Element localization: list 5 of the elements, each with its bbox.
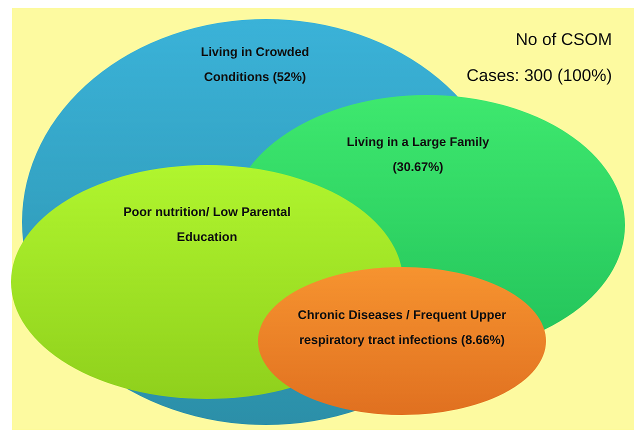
ellipse-label: Living in Crowded Conditions (52%)	[200, 44, 310, 86]
ellipse-label: Poor nutrition/ Low Parental Education	[122, 204, 292, 246]
ellipse-label: Chronic Diseases / Frequent Upper respiratory tract infections (8.66%)	[296, 307, 508, 349]
total-cases-note: No of CSOM Cases: 300 (100%)	[465, 29, 612, 87]
ellipse-label: Living in a Large Family (30.67%)	[346, 134, 490, 176]
